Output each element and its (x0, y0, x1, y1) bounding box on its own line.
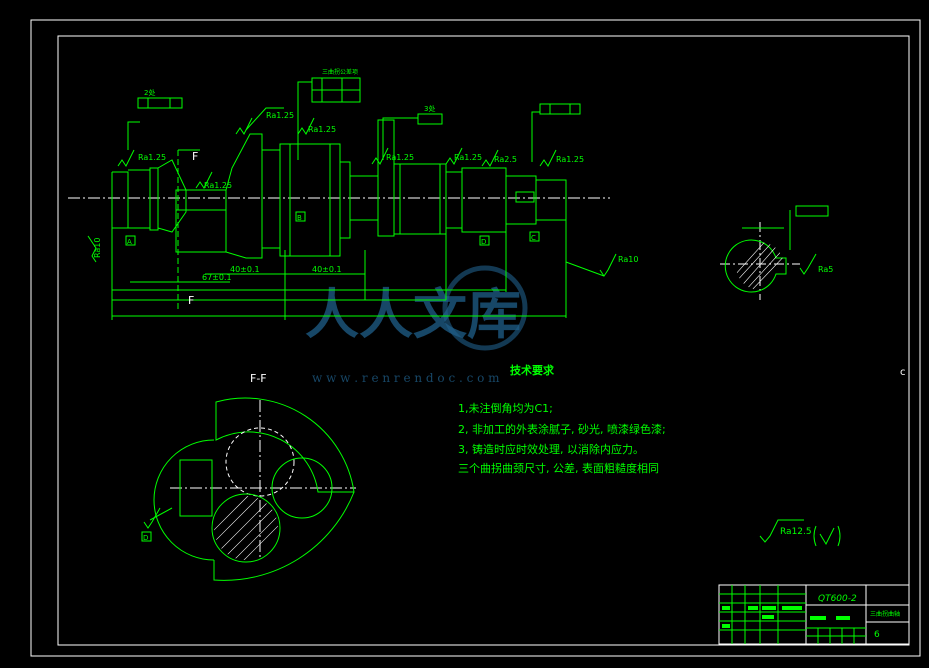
datum-d: D (481, 238, 486, 246)
section-label-top: F (192, 150, 198, 163)
other-roughness-symbol (813, 525, 841, 547)
ff-section-view (141, 397, 356, 581)
notes-line-1: 1,未注倒角均为C1; (458, 401, 553, 415)
crankshaft-main-view (68, 77, 617, 320)
dim-67: 67±0.1 (202, 273, 232, 282)
roughness-label-5: Ra1.25 (204, 181, 232, 190)
count-three: 3处 (424, 104, 435, 113)
notes-title: 技术要求 (510, 363, 555, 377)
general-roughness-symbol (759, 519, 804, 543)
roughness-label-2: Ra1.25 (266, 111, 294, 120)
inner-frame (57, 35, 910, 646)
title-block-material: QT600-2 (818, 594, 857, 604)
notes-line-4: 三个曲拐曲颈尺寸, 公差, 表面粗糙度相同 (458, 461, 659, 475)
tolerance-title: 三曲拐公差项 (322, 68, 358, 76)
section-view-title: F-F (250, 372, 267, 385)
dim-40-a: 40±0.1 (230, 265, 260, 274)
title-block (718, 584, 910, 645)
roughness-label-9: Ra10 (93, 238, 102, 258)
roughness-label-7: Ra2.5 (494, 155, 517, 164)
watermark-url: w w w . r e n r e n d o c . c o m (312, 371, 500, 385)
datum-b: B (297, 214, 302, 222)
title-block-sheet: 6 (874, 630, 880, 640)
datum-a: A (127, 238, 132, 246)
outer-frame (30, 19, 921, 657)
roughness-label-3: Ra1.25 (308, 125, 336, 134)
watermark: 人人文库 w w w . r e n r e n d o c . c o m (305, 265, 528, 385)
roughness-label-11: Ra5 (818, 265, 833, 274)
roughness-label-8: Ra1.25 (556, 155, 584, 164)
watermark-brand: 人人文库 (305, 282, 521, 346)
notes-line-2: 2, 非加工的外表涂腻子, 砂光, 喷漆绿色漆; (458, 422, 666, 436)
roughness-label-6: Ra1.25 (454, 153, 482, 162)
roughness-label-12: Ra12.5 (780, 527, 812, 537)
roughness-label-4: Ra1.25 (386, 153, 414, 162)
roughness-label-10: Ra10 (618, 255, 638, 264)
count-two: 2处 (144, 88, 155, 97)
section-label-bottom: F (188, 294, 194, 307)
datum-d-section: D (143, 534, 148, 542)
roughness-label-1: Ra1.25 (138, 153, 166, 162)
dim-40-b: 40±0.1 (312, 265, 342, 274)
title-block-part-name: 三曲拐曲轴 (870, 610, 900, 618)
notes-line-3: 3, 铸造时应时效处理, 以消除内应力。 (458, 442, 644, 456)
edge-mark: c (900, 367, 906, 378)
keyway-section-view (720, 205, 829, 300)
datum-c: C (531, 234, 536, 242)
